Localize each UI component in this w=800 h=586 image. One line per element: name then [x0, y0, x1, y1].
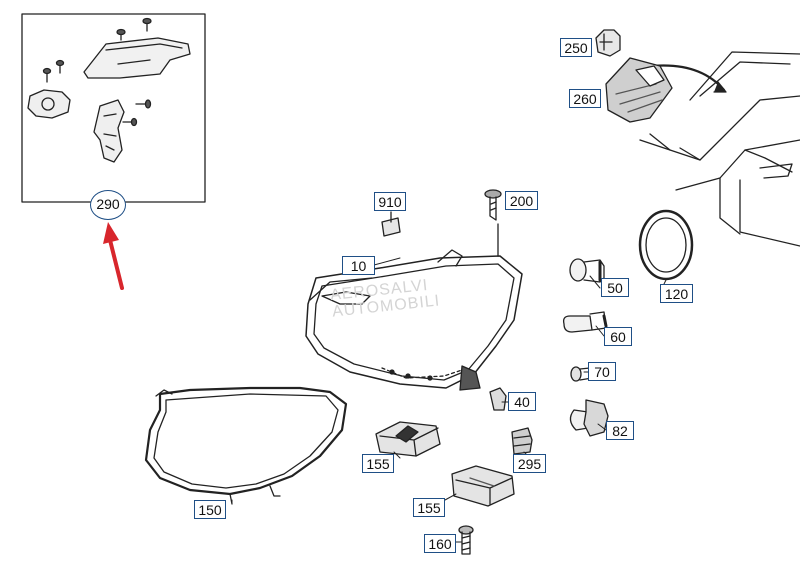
vehicle-outline	[639, 51, 800, 247]
part-910-clip	[381, 217, 401, 237]
inset-bracket	[93, 99, 125, 163]
part-50-bulb	[569, 258, 605, 283]
leader-lines	[231, 257, 667, 543]
part-label-295[interactable]: 295	[513, 454, 546, 473]
part-120-cap	[638, 209, 694, 281]
part-label-260[interactable]: 260	[569, 89, 601, 108]
part-label-40[interactable]: 40	[508, 392, 536, 411]
part-82-socket	[569, 399, 609, 437]
part-label-250[interactable]: 250	[560, 38, 592, 57]
inset-screws	[42, 17, 152, 127]
inset-cover-plate	[83, 37, 191, 79]
part-150-gasket	[144, 386, 348, 505]
part-40-clip	[489, 387, 507, 411]
part-250-connector	[595, 29, 621, 57]
part-155-igniter	[375, 421, 441, 457]
part-label-155-ballast[interactable]: 155	[413, 498, 445, 517]
part-label-120[interactable]: 120	[660, 284, 693, 303]
part-label-910[interactable]: 910	[374, 192, 406, 211]
part-label-10[interactable]: 10	[342, 256, 375, 275]
part-label-290[interactable]: 290	[90, 190, 126, 220]
part-label-60[interactable]: 60	[604, 327, 632, 346]
part-label-70[interactable]: 70	[588, 362, 616, 381]
part-label-160[interactable]: 160	[424, 534, 456, 553]
part-label-82[interactable]: 82	[606, 421, 634, 440]
part-10-headlamp	[305, 223, 523, 391]
part-160-bolt	[458, 525, 474, 555]
part-60-bulb	[562, 311, 608, 333]
part-295-connector	[511, 427, 533, 455]
part-155-ballast	[451, 465, 515, 507]
part-label-150[interactable]: 150	[194, 500, 226, 519]
part-200-screw	[484, 189, 502, 221]
part-label-155-igniter[interactable]: 155	[362, 454, 394, 473]
part-label-50[interactable]: 50	[601, 278, 629, 297]
red-arrow	[103, 222, 124, 290]
part-label-200[interactable]: 200	[505, 191, 538, 210]
part-260-rain-sensor	[605, 57, 673, 123]
inset-adjuster	[27, 89, 71, 119]
